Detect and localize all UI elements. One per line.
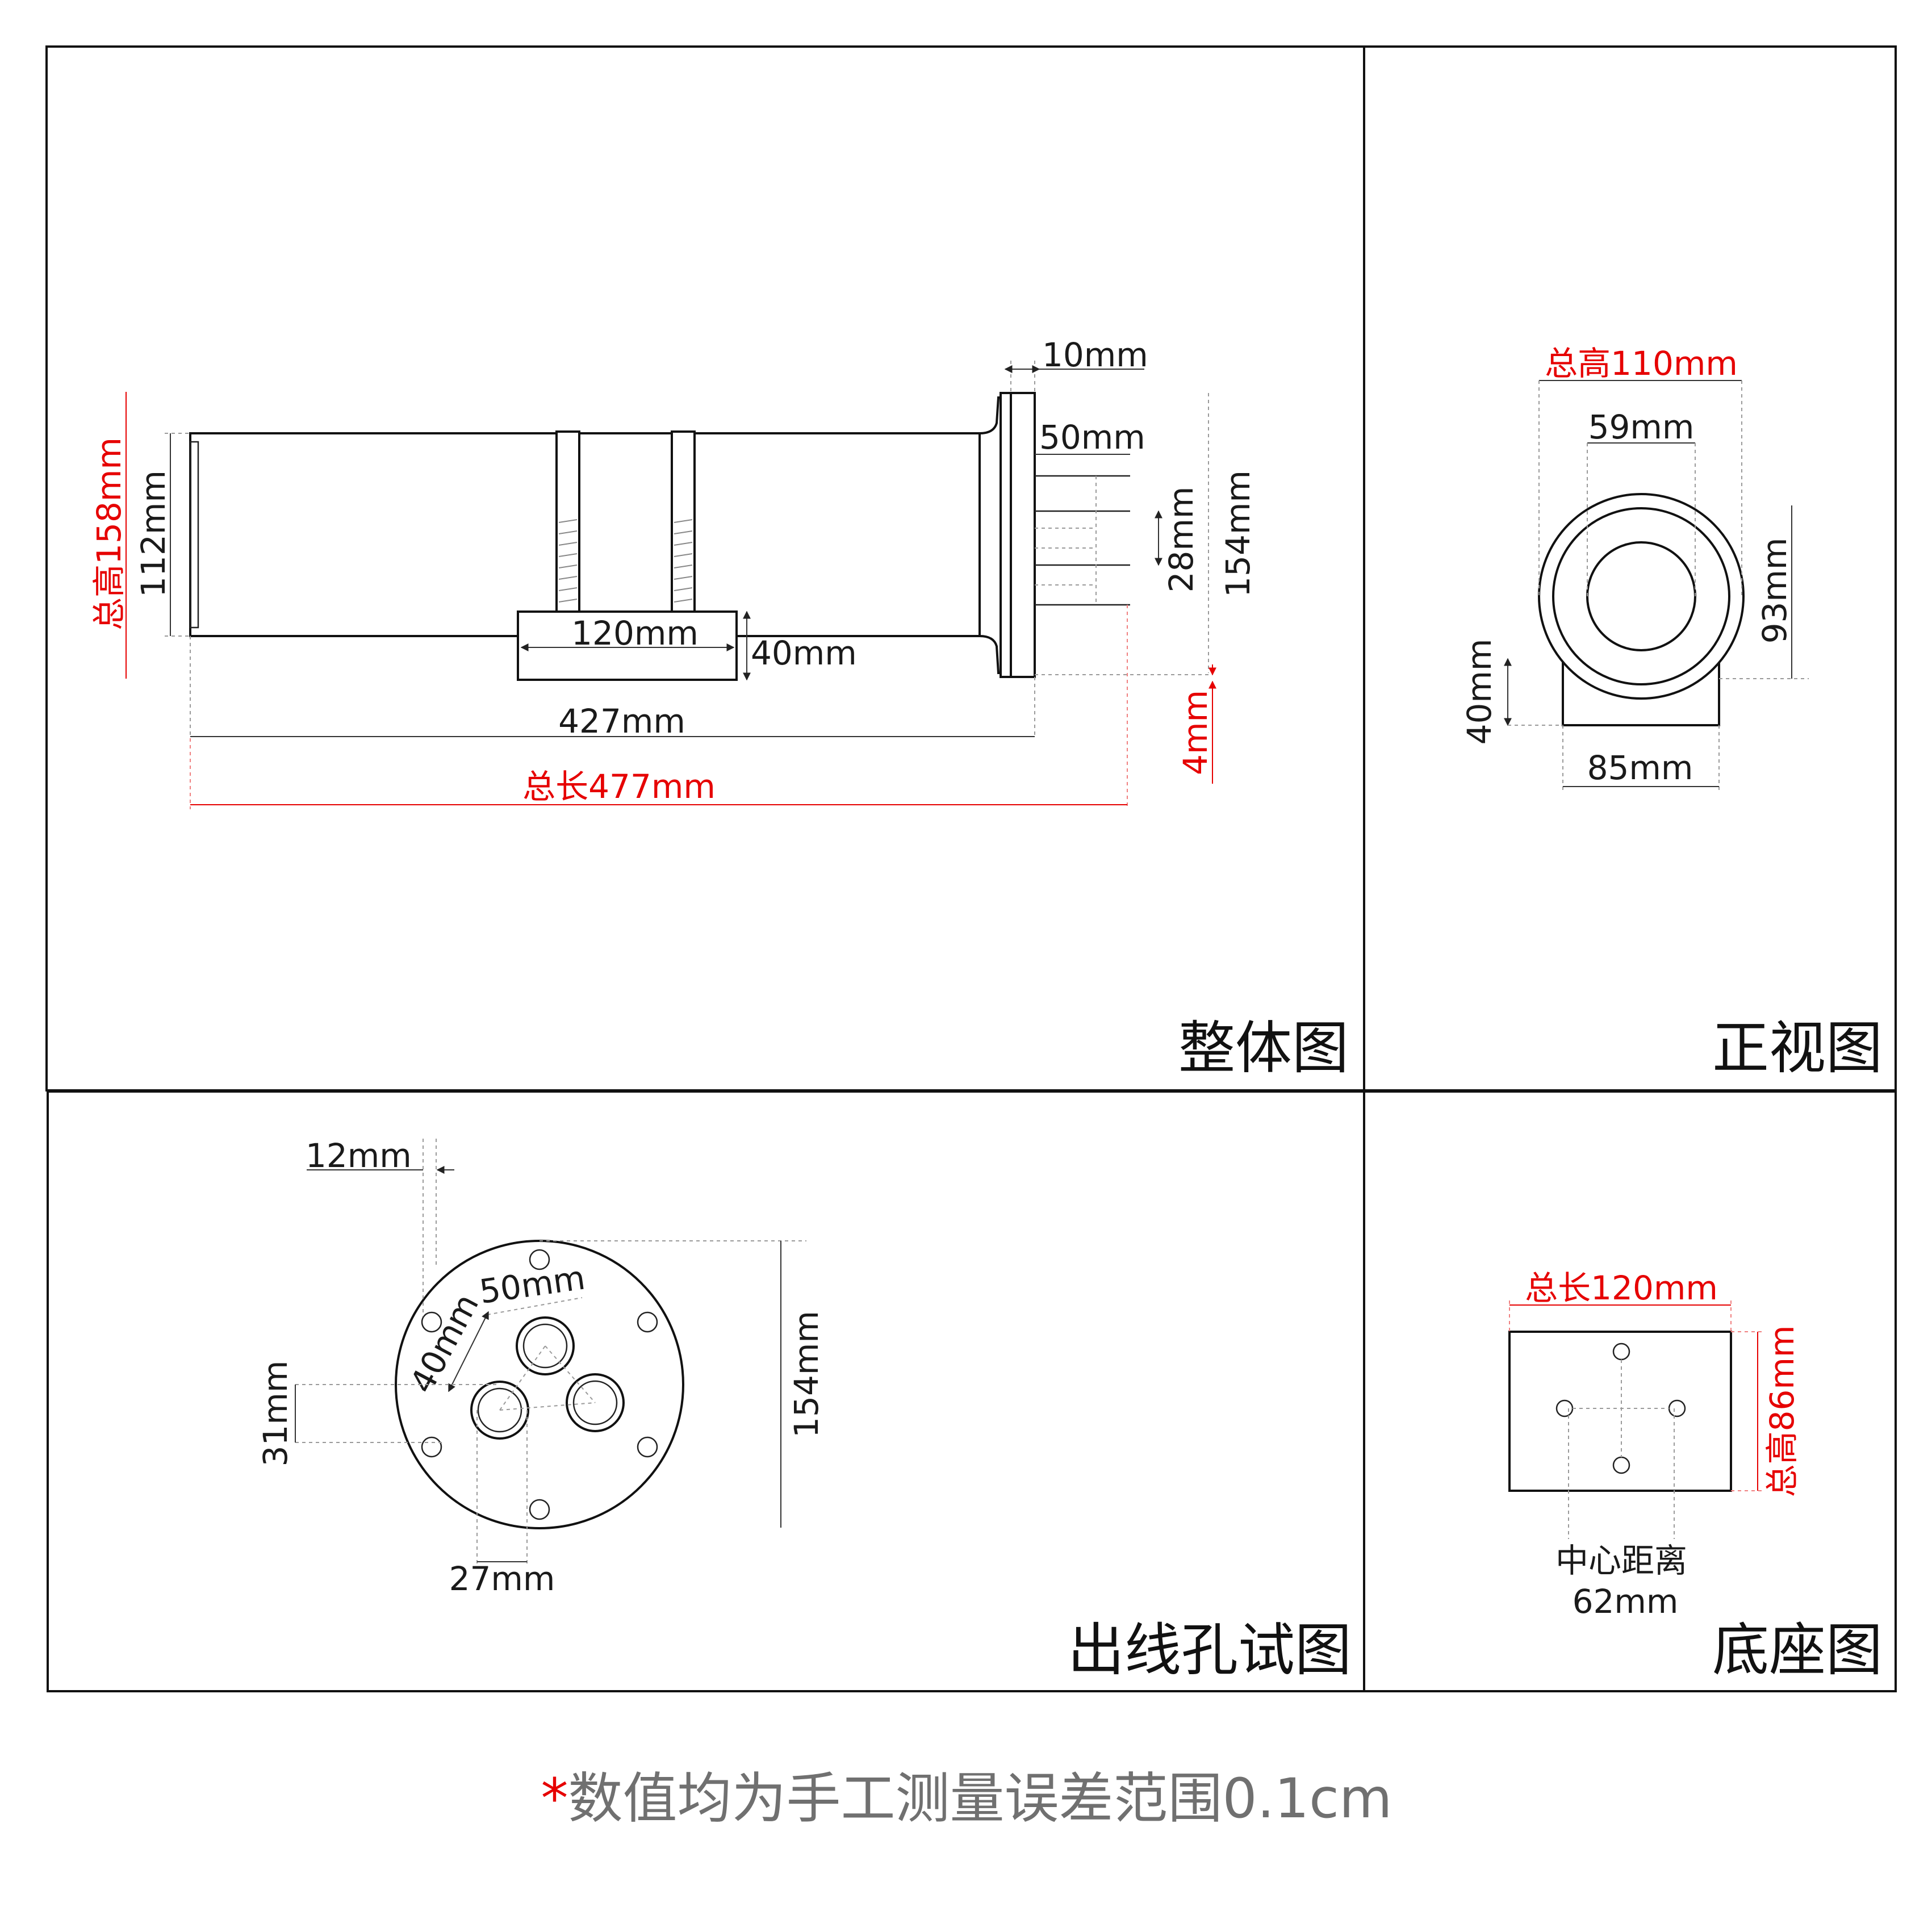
overall-base-length-label: 120mm bbox=[571, 614, 699, 653]
panel-frames bbox=[45, 45, 1897, 1692]
front-inner-diameter-label: 59mm bbox=[1588, 408, 1695, 446]
front-base-height-label: 40mm bbox=[1460, 639, 1499, 745]
base-center-distance-caption: 中心距离 bbox=[1555, 1541, 1687, 1580]
front-cap bbox=[189, 441, 199, 629]
front-total-height-label: 总高110mm bbox=[1545, 344, 1738, 383]
holes-diameter-label: 154mm bbox=[787, 1311, 826, 1438]
outlet-tubes bbox=[1035, 475, 1130, 606]
overall-total-height-label: 总高158mm bbox=[90, 437, 128, 630]
footnote: *数值均为手工测量误差范围0.1cm bbox=[541, 1767, 1392, 1830]
cable-outlet bbox=[566, 1373, 625, 1432]
holes-panel-frame bbox=[47, 1090, 1365, 1692]
neck-top bbox=[979, 396, 1001, 434]
holes-vertical-offset-label: 31mm bbox=[256, 1361, 295, 1467]
base-view: 总长120mm 总高86mm 中心距离 62mm 底座图 bbox=[1508, 1269, 1883, 1683]
overall-gap-label: 4mm bbox=[1176, 690, 1215, 775]
overall-body-length-label: 427mm bbox=[558, 702, 685, 741]
bolt-hole bbox=[421, 1311, 442, 1333]
holes-diagonal-spacing-label: 40mm bbox=[402, 1287, 486, 1399]
cable-outlet bbox=[516, 1316, 575, 1375]
strap-thread-hatching bbox=[558, 519, 693, 603]
base-plate bbox=[1508, 1331, 1732, 1492]
footnote-text: 数值均为手工测量误差范围0.1cm bbox=[568, 1767, 1392, 1830]
base-panel-frame bbox=[1363, 1090, 1897, 1692]
front-outer-ring bbox=[1538, 493, 1745, 700]
mount-hole bbox=[1612, 1456, 1630, 1474]
overall-outlet-length-label: 50mm bbox=[1039, 418, 1145, 457]
bolt-hole bbox=[529, 1249, 550, 1270]
front-middle-ring bbox=[1552, 507, 1730, 685]
mount-hole bbox=[1668, 1399, 1686, 1417]
holes-offset-label: 12mm bbox=[306, 1136, 412, 1175]
cable-outlet bbox=[470, 1381, 529, 1440]
main-body bbox=[189, 432, 981, 637]
front-panel-title: 正视图 bbox=[1712, 1015, 1883, 1081]
bolt-hole bbox=[637, 1311, 658, 1333]
base-panel-title: 底座图 bbox=[1712, 1617, 1883, 1683]
base-total-height-label: 总高86mm bbox=[1763, 1325, 1801, 1498]
overall-flange-height-label: 154mm bbox=[1219, 470, 1257, 597]
overall-base-height-label: 40mm bbox=[751, 634, 857, 672]
bolt-hole bbox=[421, 1436, 442, 1458]
mount-hole bbox=[1612, 1343, 1630, 1361]
overall-view: 总高158mm 112mm 10mm 50mm 28mm 154mm 120mm… bbox=[90, 336, 1349, 1081]
front-view: 总高110mm 59mm 93mm 40mm 85mm 正视图 bbox=[1460, 344, 1883, 1081]
mount-hole bbox=[1555, 1399, 1574, 1417]
flange-plate bbox=[1010, 392, 1036, 678]
overall-body-height-label: 112mm bbox=[134, 470, 173, 597]
footnote-star: * bbox=[541, 1767, 568, 1830]
front-base-width-label: 85mm bbox=[1587, 748, 1693, 787]
bolt-hole bbox=[637, 1436, 658, 1458]
base-center-distance-label: 62mm bbox=[1573, 1582, 1679, 1621]
holes-horizontal-spacing-label: 50mm bbox=[477, 1258, 587, 1311]
holes-panel-title: 出线孔试图 bbox=[1068, 1617, 1352, 1683]
holes-horizontal-offset-label: 27mm bbox=[449, 1559, 555, 1598]
front-center-height-label: 93mm bbox=[1755, 538, 1794, 644]
flange-outer bbox=[1000, 392, 1012, 678]
overall-outlet-pitch-label: 28mm bbox=[1162, 487, 1201, 593]
overall-panel-title: 整体图 bbox=[1178, 1015, 1349, 1081]
neck-bottom bbox=[979, 635, 1001, 674]
holes-view: 12mm 154mm 50mm 40mm 31mm 27mm 出线孔试图 bbox=[256, 1136, 1352, 1683]
overall-total-length-label: 总长477mm bbox=[522, 767, 716, 806]
bolt-hole bbox=[529, 1499, 550, 1520]
overall-flange-thickness-label: 10mm bbox=[1042, 336, 1148, 374]
base-total-length-label: 总长120mm bbox=[1525, 1269, 1718, 1307]
